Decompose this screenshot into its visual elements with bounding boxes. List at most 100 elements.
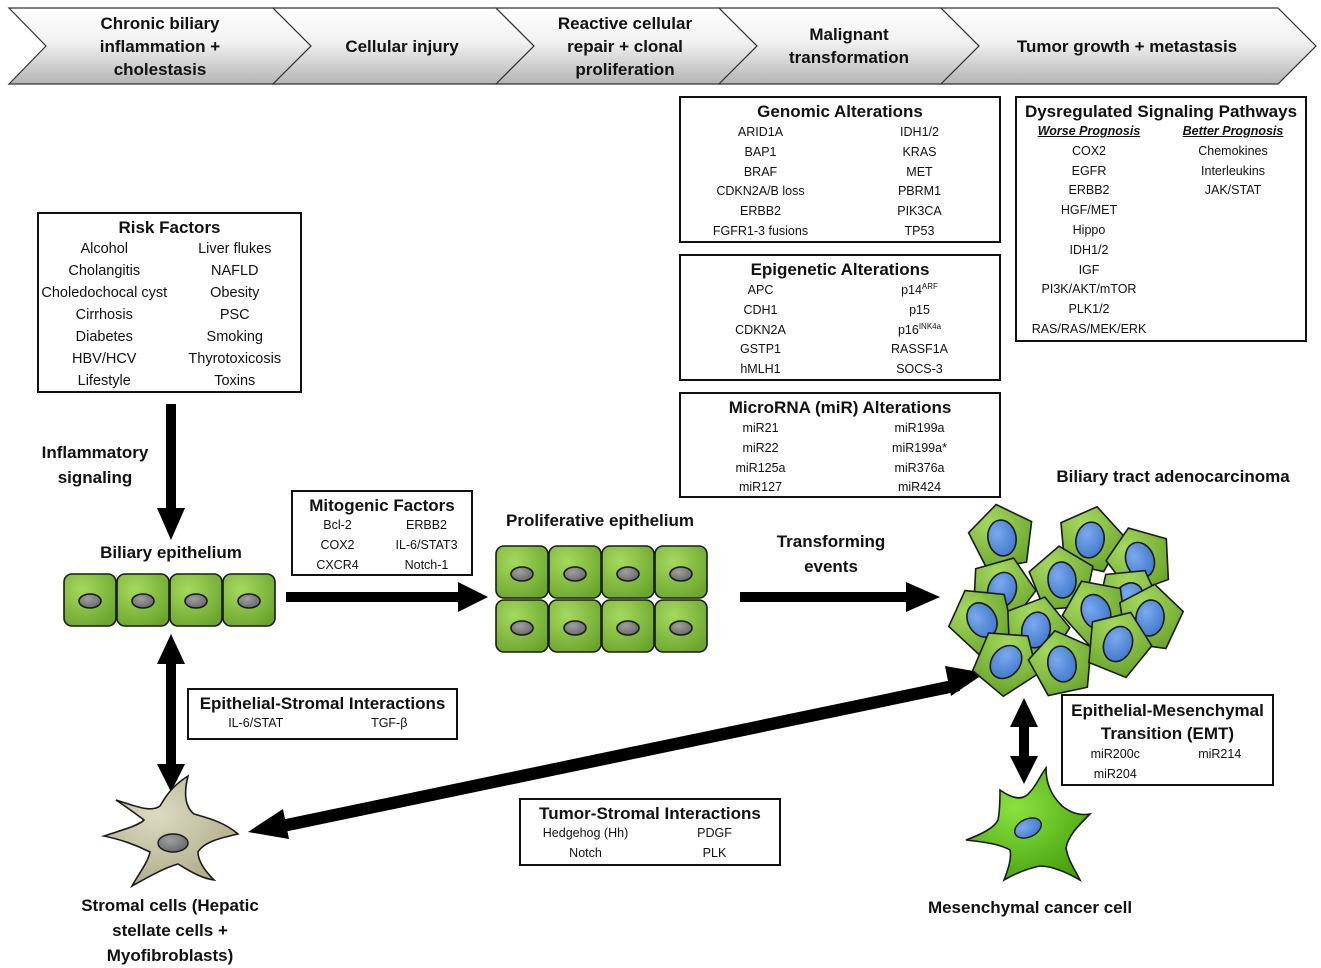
arrow-bidirectional-epithelial-stromal [157, 634, 185, 792]
tumor-cell-cluster [947, 503, 1185, 698]
list-item: Smoking [206, 329, 263, 345]
mitogenic-factors-box: Mitogenic Factors Bcl-2 COX2 CXCR4 ERBB2… [291, 490, 473, 576]
stromal-cell [100, 774, 240, 889]
biliary-epithelium-cells [63, 573, 276, 627]
superscript: ARF [921, 281, 938, 291]
worse-prognosis-list: Worse Prognosis COX2 EGFR ERBB2 HGF/MET … [1017, 122, 1161, 340]
list-item: p15 [909, 302, 930, 317]
list-item: EGFR [1071, 163, 1107, 178]
list-item: miR199a* [892, 440, 947, 455]
list-item: miR200c [1090, 747, 1140, 761]
epithelial-stromal-title: Epithelial-Stromal Interactions [199, 694, 446, 713]
epigenetic-alterations-box: Epigenetic Alterations APC CDH1 CDKN2A G… [679, 254, 1001, 381]
mitogenic-factors-title: Mitogenic Factors [309, 496, 455, 515]
epigenetic-left-list: APC CDH1 CDKN2A GSTP1 hMLH1 [681, 281, 840, 380]
list-item: PBRM1 [897, 184, 942, 199]
tumor-stromal-right-list: PDGF PLK [650, 824, 779, 864]
list-item: CDH1 [743, 302, 778, 317]
list-item: GSTP1 [740, 342, 781, 357]
list-item: HGF/MET [1060, 203, 1118, 218]
risk-left-list: Alcohol Cholangitis Choledochocal cyst C… [39, 238, 170, 392]
list-item: miR376a [894, 460, 945, 475]
list-item: MET [906, 164, 933, 179]
list-item: miR214 [1198, 747, 1242, 761]
tumor-stromal-title: Tumor-Stromal Interactions [539, 804, 761, 823]
list-item: IL-6/STAT [228, 716, 284, 730]
list-item: TP53 [904, 223, 935, 238]
microrna-left-list: miR21 miR22 miR125a miR127 [681, 419, 840, 498]
list-item: Bcl-2 [323, 518, 352, 532]
stage-arrow-5 [939, 7, 1317, 85]
worse-prognosis-header: Worse Prognosis [1037, 124, 1141, 138]
arrow-bidirectional-emt [1010, 698, 1038, 784]
emt-title: Epithelial-Mesenchymal Transition (EMT) [1071, 701, 1264, 743]
mesenchymal-cancer-cell [965, 765, 1093, 883]
list-item: Liver flukes [198, 241, 272, 257]
better-prognosis-header: Better Prognosis [1182, 124, 1284, 138]
list-item: p14ARF [901, 281, 938, 297]
signaling-pathways-box: Dysregulated Signaling Pathways Worse Pr… [1015, 96, 1307, 342]
transforming-events-label: Transforming events [776, 532, 886, 576]
mesenchymal-cancer-cell-label: Mesenchymal cancer cell [927, 898, 1133, 917]
list-item: Choledochocal cyst [41, 285, 168, 301]
list-item: PIK3CA [897, 204, 942, 219]
list-item: NAFLD [210, 263, 259, 279]
list-item: PLK [702, 845, 727, 860]
list-item: Diabetes [75, 329, 133, 345]
tumor-stromal-left-list: Hedgehog (Hh) Notch [521, 824, 650, 864]
inflammatory-signaling-label: Inflammatory signaling [41, 443, 149, 487]
stage-label-3: Reactive cellular repair + clonal prolif… [557, 13, 693, 79]
emt-left-list: miR200c miR204 [1063, 745, 1168, 785]
list-item: Obesity [210, 285, 260, 301]
stage-label-4: Malignant transformation [789, 25, 909, 67]
list-item: CDKN2A [735, 322, 786, 337]
list-item: Thyrotoxicosis [188, 351, 282, 367]
list-item: Lifestyle [77, 373, 131, 389]
list-item: Chemokines [1198, 143, 1268, 158]
list-item: PLK1/2 [1068, 302, 1110, 317]
list-item: IL-6/STAT3 [395, 537, 458, 552]
list-item: SOCS-3 [896, 362, 943, 377]
flow-arrows [157, 404, 1038, 839]
list-item: HBV/HCV [72, 351, 137, 367]
arrow-down-inflammatory [157, 404, 185, 540]
better-prognosis-list: Better Prognosis Chemokines Interleukins… [1161, 122, 1305, 340]
mitogenic-left-list: Bcl-2 COX2 CXCR4 [293, 516, 382, 575]
list-item: Hedgehog (Hh) [542, 826, 629, 840]
list-item: miR127 [738, 480, 783, 495]
list-item: miR204 [1093, 766, 1137, 781]
list-item: RAS/RAS/MEK/ERK [1031, 321, 1147, 336]
risk-right-list: Liver flukes NAFLD Obesity PSC Smoking T… [170, 238, 301, 392]
list-item: RASSF1A [891, 342, 948, 357]
epigenetic-right-list: p14ARF p15 p16INK4a RASSF1A SOCS-3 [840, 281, 999, 380]
superscript: INK4a [918, 321, 942, 331]
list-item: miR125a [735, 460, 786, 475]
list-item: miR199a [894, 421, 945, 435]
list-item: KRAS [902, 144, 937, 159]
list-item: Notch [569, 845, 602, 860]
list-item: ERBB2 [406, 518, 447, 532]
stage-label-5: Tumor growth + metastasis [1016, 36, 1238, 56]
proliferative-epithelium-cells [495, 545, 708, 653]
list-item: ARID1A [737, 125, 784, 139]
list-item: ERBB2 [740, 204, 781, 219]
list-item: Cholangitis [68, 263, 141, 279]
list-item: APC [747, 283, 774, 297]
list-item: Hippo [1072, 222, 1106, 237]
epigenetic-alterations-title: Epigenetic Alterations [750, 260, 930, 279]
list-item: CXCR4 [316, 557, 359, 572]
stage-arrows [7, 7, 1317, 85]
list-item: miR21 [742, 421, 779, 435]
arrow-right-transforming [740, 582, 940, 612]
mitogenic-right-list: ERBB2 IL-6/STAT3 Notch-1 [382, 516, 471, 575]
list-item: Alcohol [80, 241, 129, 257]
list-item: BRAF [743, 164, 778, 179]
list-item: Toxins [214, 373, 256, 389]
list-item: miR424 [897, 480, 942, 495]
stage-label-1: Chronic biliary inflammation + cholestas… [99, 13, 221, 79]
genomic-right-list: IDH1/2 KRAS MET PBRM1 PIK3CA TP53 [840, 123, 999, 242]
emt-right-list: miR214 [1168, 745, 1273, 785]
list-item: Cirrhosis [75, 307, 133, 323]
list-item: TGF-β [371, 716, 408, 730]
